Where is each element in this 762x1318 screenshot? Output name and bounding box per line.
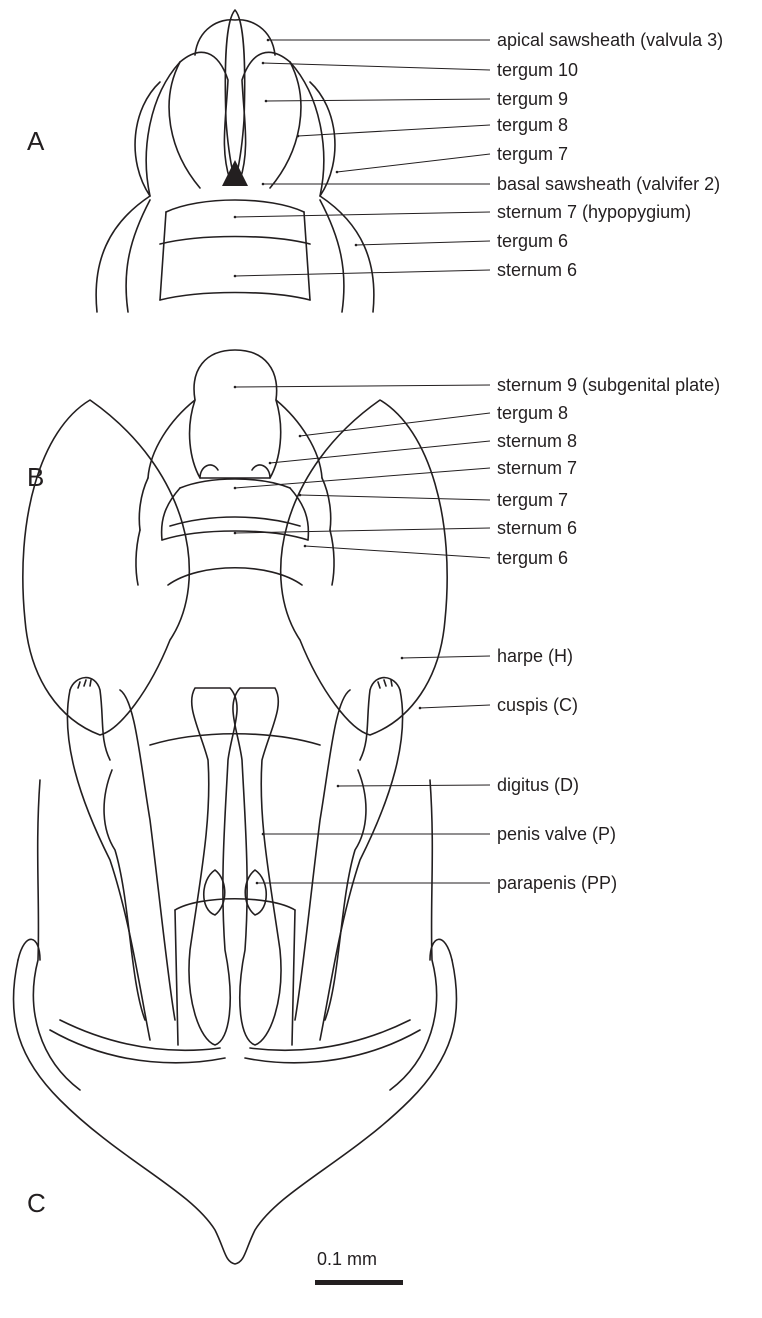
panel-b-drawing: [136, 350, 334, 585]
label-tergum-8: tergum 8: [497, 115, 568, 135]
scale-bar: 0.1 mm: [315, 1249, 403, 1285]
label-apical-sawsheath: apical sawsheath (valvula 3): [497, 30, 723, 50]
label-sternum-6: sternum 6: [497, 260, 577, 280]
label-b-tergum-6: tergum 6: [497, 548, 568, 568]
label-digitus: digitus (D): [497, 775, 579, 795]
label-cuspis: cuspis (C): [497, 695, 578, 715]
label-penis-valve: penis valve (P): [497, 824, 616, 844]
label-tergum-9: tergum 9: [497, 89, 568, 109]
label-basal-sawsheath: basal sawsheath (valvifer 2): [497, 174, 720, 194]
panel-b-letter: B: [27, 462, 44, 492]
panel-c-letter: C: [27, 1188, 46, 1218]
label-tergum-6: tergum 6: [497, 231, 568, 251]
label-sternum-9-subgenital-plate: sternum 9 (subgenital plate): [497, 375, 720, 395]
panel-c-labels: harpe (H) cuspis (C) digitus (D) penis v…: [256, 646, 617, 893]
scale-bar-label: 0.1 mm: [317, 1249, 377, 1269]
label-b-tergum-8: tergum 8: [497, 403, 568, 423]
label-parapenis: parapenis (PP): [497, 873, 617, 893]
label-tergum-10: tergum 10: [497, 60, 578, 80]
panel-a-drawing: [96, 10, 374, 312]
label-harpe: harpe (H): [497, 646, 573, 666]
label-sternum-7-hypopygium: sternum 7 (hypopygium): [497, 202, 691, 222]
label-tergum-7: tergum 7: [497, 144, 568, 164]
label-b-tergum-7: tergum 7: [497, 490, 568, 510]
scale-bar-line: [315, 1280, 403, 1285]
panel-a-letter: A: [27, 126, 45, 156]
label-b-sternum-6: sternum 6: [497, 518, 577, 538]
label-b-sternum-7: sternum 7: [497, 458, 577, 478]
label-b-sternum-8: sternum 8: [497, 431, 577, 451]
